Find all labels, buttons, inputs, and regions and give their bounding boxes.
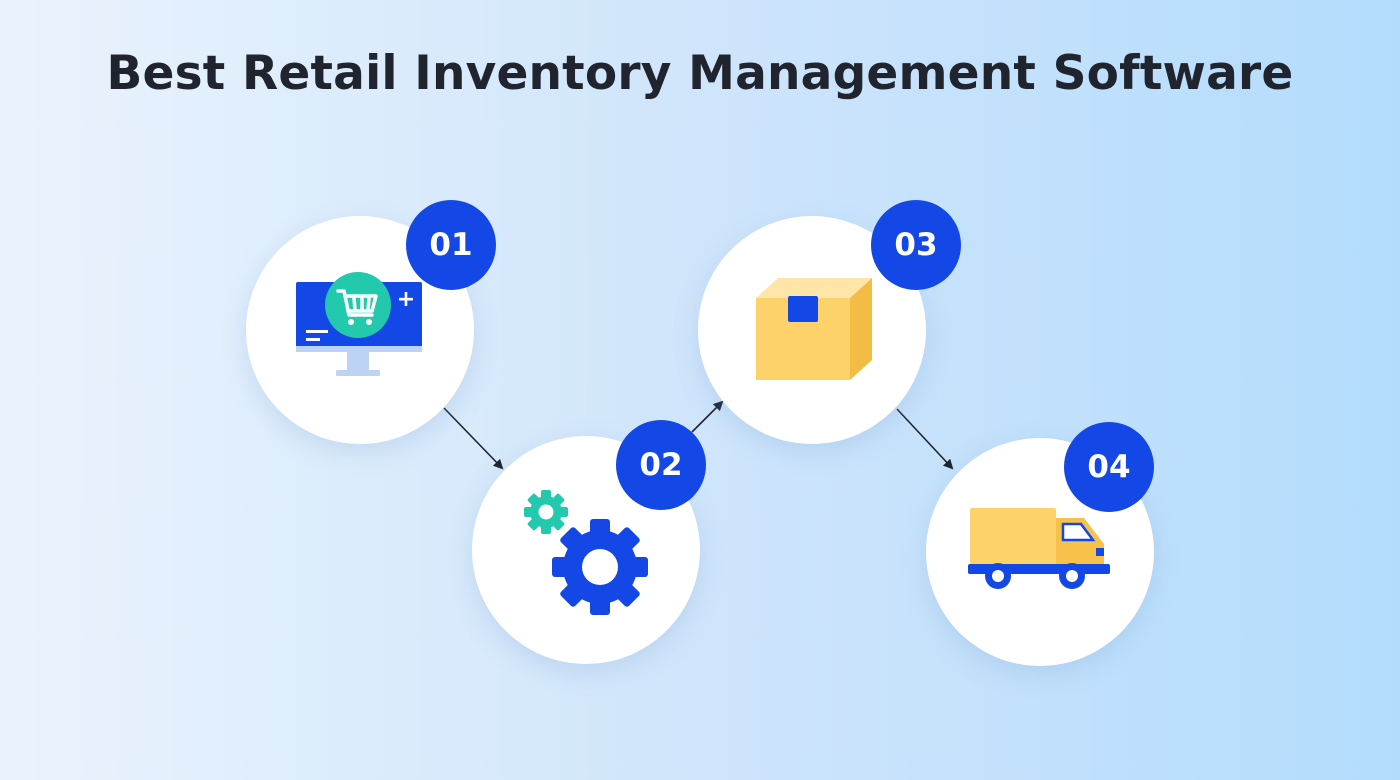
svg-text:+: +: [397, 287, 415, 312]
page-title: Best Retail Inventory Management Softwar…: [106, 46, 1294, 101]
arrow-03-to-04: [896, 408, 954, 470]
package-box-icon: [756, 278, 872, 380]
arrow-02-to-03: [691, 400, 724, 433]
step-badge-01: 01: [406, 200, 496, 290]
step-badge-04: 04: [1064, 422, 1154, 512]
gears-icon: [524, 490, 648, 615]
delivery-truck-icon: [968, 508, 1110, 589]
monitor-cart-icon: +: [296, 272, 422, 376]
arrow-01-to-02: [443, 407, 504, 470]
step-badge-03: 03: [871, 200, 961, 290]
step-badge-02: 02: [616, 420, 706, 510]
